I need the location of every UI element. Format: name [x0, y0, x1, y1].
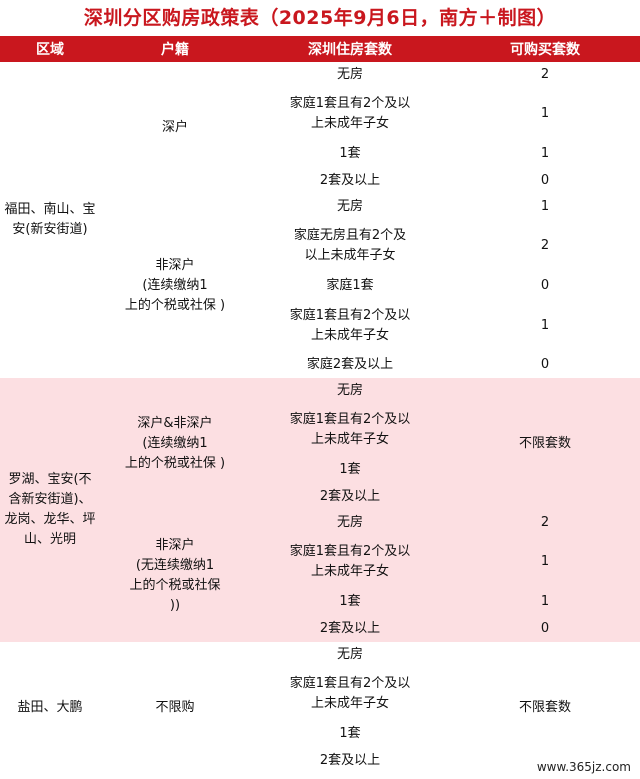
hukou-cell: 深户 [161, 120, 188, 135]
table-row: 家庭2套及以上 0 [0, 352, 640, 378]
region-cell: 盐田、大鹏 [17, 700, 83, 715]
region-cell: 罗湖、宝安(不 含新安街道)、 龙岗、龙华、坪 山、光明 [0, 378, 100, 642]
property-cell: 1套 [339, 146, 361, 161]
property-cell: 2套及以上 [319, 173, 381, 188]
count-cell: 1 [540, 318, 550, 333]
table-row: 2套及以上 0 [0, 168, 640, 194]
table-row: 2套及以上 [0, 748, 640, 774]
property-cell: 家庭1套且有2个及以 上未成年子女 [250, 536, 450, 588]
property-cell: 无房 [336, 647, 363, 662]
count-cell: 1 [450, 536, 640, 588]
count-cell: 2 [540, 67, 550, 82]
table-row: 1套 [0, 456, 640, 484]
count-cell: 0 [450, 616, 640, 642]
count-cell: 1 [540, 199, 550, 214]
header-region: 区域 [0, 36, 100, 62]
table-row: 非深户 (连续缴纳1 上的个税或社保 ) 无房 1 [0, 194, 640, 313]
header-hukou: 户籍 [100, 36, 250, 62]
property-cell: 家庭2套及以上 [306, 357, 394, 372]
property-cell: 家庭1套且有2个及以 上未成年子女 [289, 676, 411, 711]
count-cell: 1 [540, 146, 550, 161]
watermark-text: www.365jz.com [533, 759, 634, 775]
property-cell: 无房 [250, 510, 450, 536]
table-row: 家庭1套 0 [0, 272, 640, 300]
table-header-row: 区域 户籍 深圳住房套数 可购买套数 [0, 36, 640, 62]
table-row: 家庭1套且有2个及以 上未成年子女 [0, 404, 640, 456]
property-cell: 1套 [250, 588, 450, 616]
table-row: 家庭1套且有2个及以 上未成年子女 [0, 668, 640, 720]
hukou-cell: 深户&非深户 (连续缴纳1 上的个税或社保 ) [100, 378, 250, 510]
table-row: 盐田、大鹏 不限购 无房 不限套数 [0, 642, 640, 715]
table-row: 1套 [0, 720, 640, 748]
table-row: 家庭无房且有2个及 以上未成年子女 2 [0, 220, 640, 272]
hukou-cell: 非深户 (无连续缴纳1 上的个税或社保 )) [100, 510, 250, 642]
property-cell: 家庭1套且有2个及以 上未成年子女 [289, 308, 411, 343]
policy-table: 区域 户籍 深圳住房套数 可购买套数 福田、南山、宝 安(新安街道) 深户 无房… [0, 36, 640, 774]
property-cell: 家庭1套且有2个及以 上未成年子女 [250, 404, 450, 456]
table-row: 非深户 (无连续缴纳1 上的个税或社保 )) 无房 2 [0, 510, 640, 642]
count-cell: 1 [450, 588, 640, 616]
policy-title: 深圳分区购房政策表（2025年9月6日，南方＋制图） [83, 7, 557, 29]
count-cell: 0 [540, 173, 550, 188]
header-housing-count: 深圳住房套数 [250, 36, 450, 62]
merged-count-cell: 不限套数 [450, 378, 640, 510]
count-cell: 0 [540, 278, 550, 293]
table-row: 1套 1 [0, 140, 640, 168]
property-cell: 1套 [339, 726, 361, 741]
property-cell: 家庭无房且有2个及 以上未成年子女 [293, 228, 407, 263]
table-row: 1套 1 [0, 588, 640, 616]
region-cell: 福田、南山、宝 安(新安街道) [4, 202, 96, 237]
property-cell: 家庭1套 [326, 278, 374, 293]
merged-count-cell: 不限套数 [518, 700, 571, 715]
property-cell: 2套及以上 [250, 616, 450, 642]
table-row: 家庭1套且有2个及以 上未成年子女 1 [0, 88, 640, 140]
table-row: 2套及以上 [0, 484, 640, 510]
property-cell: 2套及以上 [250, 484, 450, 510]
table-row: 2套及以上 0 [0, 616, 640, 642]
property-cell: 2套及以上 [319, 753, 381, 768]
hukou-cell: 非深户 (连续缴纳1 上的个税或社保 ) [124, 258, 226, 313]
hukou-cell: 不限购 [155, 700, 195, 715]
property-cell: 无房 [336, 199, 363, 214]
property-cell: 无房 [250, 378, 450, 404]
table-row: 福田、南山、宝 安(新安街道) 深户 无房 2 [0, 62, 640, 237]
property-cell: 家庭1套且有2个及以 上未成年子女 [289, 96, 411, 131]
header-purchasable: 可购买套数 [450, 36, 640, 62]
table-row: 家庭1套且有2个及以 上未成年子女 1 [0, 536, 640, 588]
table-row: 罗湖、宝安(不 含新安街道)、 龙岗、龙华、坪 山、光明 深户&非深户 (连续缴… [0, 378, 640, 642]
count-cell: 0 [540, 357, 550, 372]
property-cell: 无房 [336, 67, 363, 82]
table-row: 家庭1套且有2个及以 上未成年子女 1 [0, 300, 640, 352]
count-cell: 2 [540, 238, 550, 253]
count-cell: 1 [540, 106, 550, 121]
property-cell: 1套 [250, 456, 450, 484]
count-cell: 2 [450, 510, 640, 536]
